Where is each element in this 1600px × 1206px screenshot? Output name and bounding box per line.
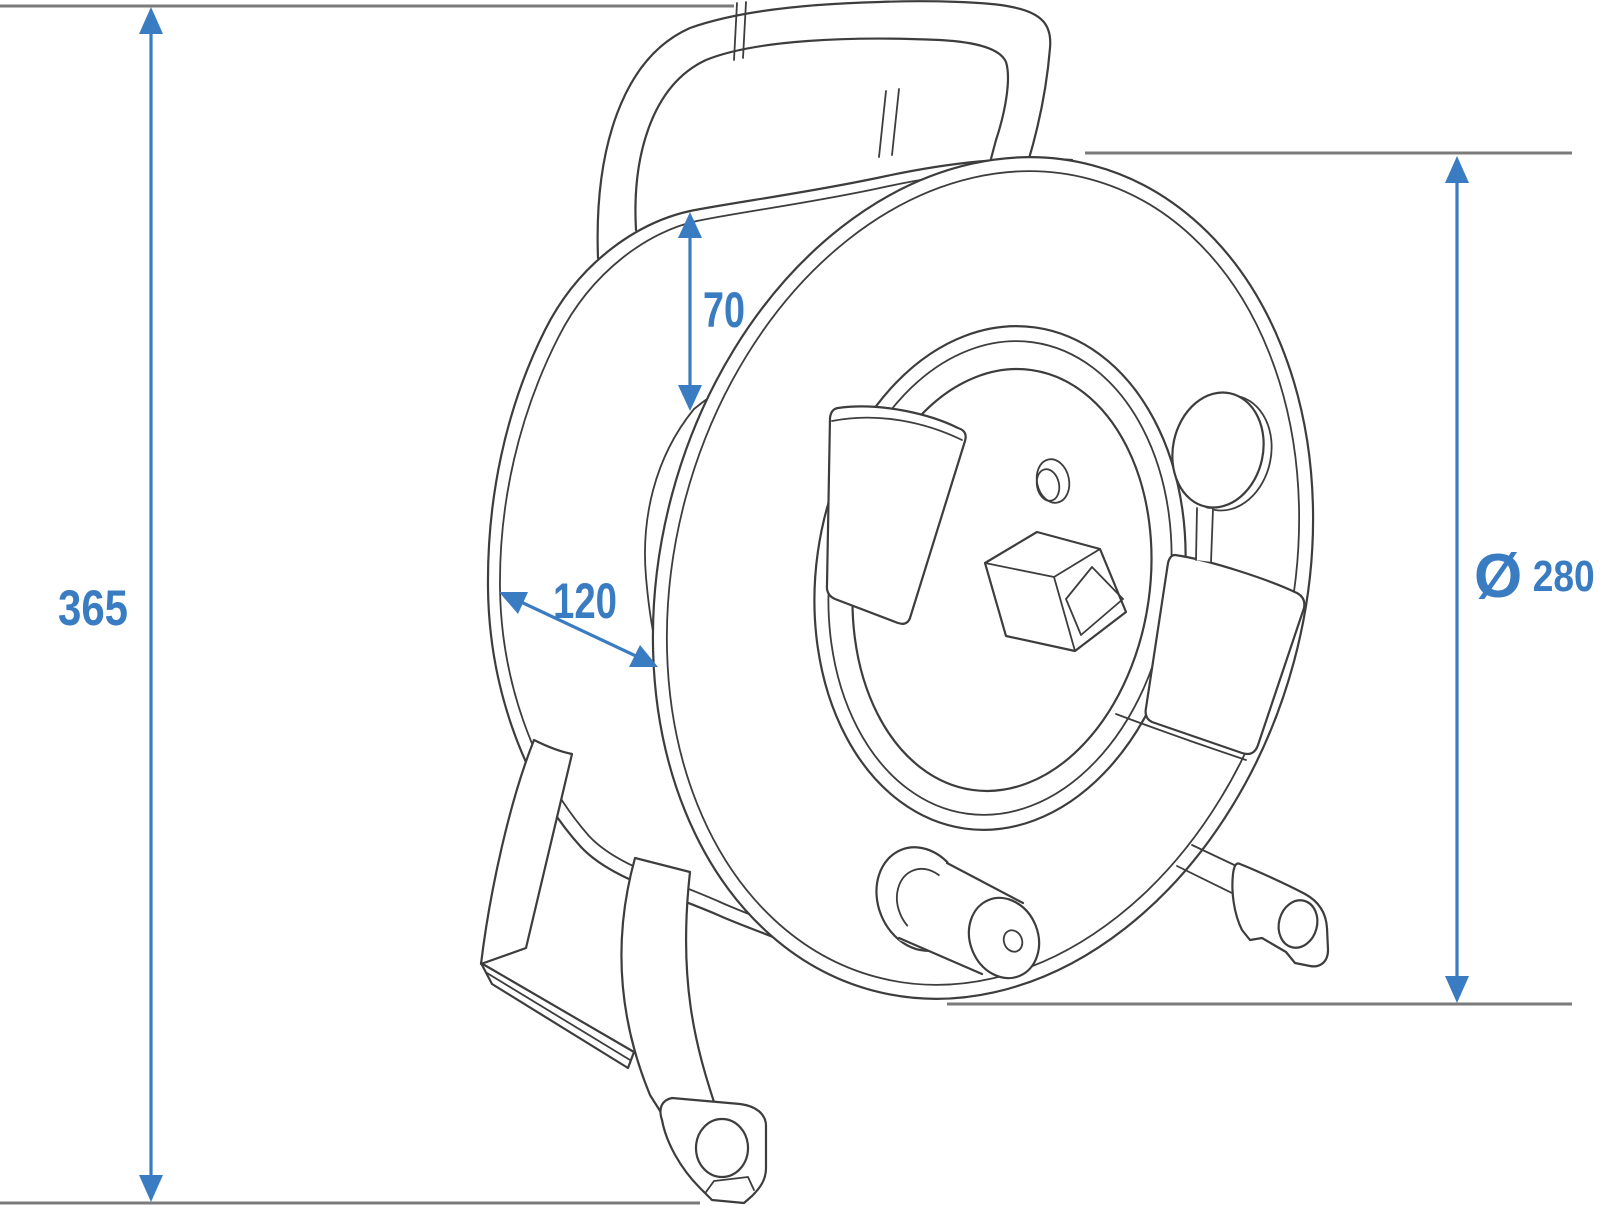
diameter-value: 280 bbox=[1533, 552, 1595, 601]
axle-spindle bbox=[875, 846, 1041, 980]
dimension-winding-depth: 70 bbox=[678, 212, 745, 411]
arrow-down-icon bbox=[678, 385, 702, 411]
stand-left bbox=[479, 738, 768, 1205]
rear-flange-inner-rim bbox=[499, 168, 1063, 953]
spindle-end-hole bbox=[1002, 929, 1024, 953]
arrow-down-icon bbox=[139, 1175, 163, 1202]
rear-flange-outer-rim bbox=[486, 157, 1074, 968]
dimension-drum-width: 120 bbox=[499, 573, 658, 667]
socket-cover-upper-left bbox=[825, 405, 967, 625]
foot-left-notch bbox=[705, 1176, 755, 1193]
diameter-symbol: Ø bbox=[1474, 542, 1522, 611]
handle-grip-seam bbox=[733, 1, 747, 61]
crank-square-hole bbox=[1065, 566, 1124, 636]
dimension-label-70: 70 bbox=[703, 282, 745, 338]
carry-handle bbox=[596, 0, 1052, 260]
foot-right-hole bbox=[1277, 899, 1319, 949]
socket-cover-lower-right bbox=[1115, 553, 1306, 761]
dimension-label-diameter: Ø 280 bbox=[1474, 542, 1595, 611]
foot-left-hole bbox=[694, 1117, 750, 1179]
arrow-up-icon bbox=[139, 7, 163, 34]
handle-inner-cutout bbox=[634, 37, 1010, 232]
arrow-down-icon bbox=[1445, 976, 1469, 1003]
foot-right bbox=[1176, 844, 1330, 968]
extension-lines bbox=[0, 4, 1572, 1205]
arrow-right-icon bbox=[629, 645, 658, 667]
arrow-left-icon bbox=[499, 592, 528, 614]
dimension-total-height: 365 bbox=[58, 7, 163, 1202]
arrow-up-icon bbox=[678, 212, 702, 238]
dimension-diameter: Ø 280 bbox=[1445, 156, 1595, 1003]
knob-neck bbox=[1195, 507, 1214, 563]
dimension-label-365: 365 bbox=[58, 580, 128, 636]
handle-rear-edge bbox=[878, 88, 900, 158]
crank-socket-cube bbox=[983, 530, 1128, 653]
arrow-up-icon bbox=[1445, 156, 1469, 183]
foot-left bbox=[659, 1096, 768, 1205]
stand-back-leg bbox=[479, 738, 574, 966]
winding-knob bbox=[1171, 391, 1273, 563]
dimension-label-120: 120 bbox=[553, 573, 617, 629]
